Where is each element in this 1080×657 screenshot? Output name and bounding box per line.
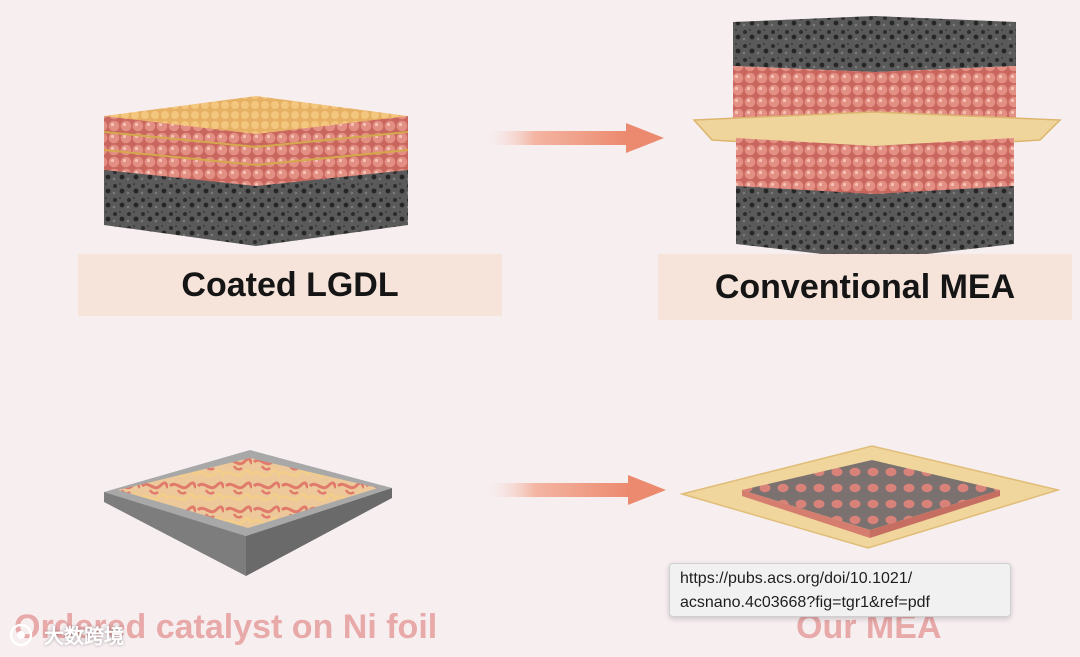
url-tooltip: https://pubs.acs.org/doi/10.1021/ acsnan… bbox=[669, 563, 1011, 617]
bottom-porous-layer bbox=[736, 186, 1014, 260]
label-box-coated-lgdl: Coated LGDL bbox=[78, 254, 502, 316]
bottom-catalyst-layers bbox=[736, 138, 1014, 198]
arrow-top bbox=[486, 123, 664, 153]
catalyst-layers bbox=[104, 116, 408, 186]
watermark-text: 大数跨境 bbox=[44, 626, 124, 648]
our-mea-catalyst-grid bbox=[742, 460, 1000, 530]
ordered-catalyst-pattern bbox=[118, 458, 378, 528]
label-conventional-mea: Conventional MEA bbox=[714, 267, 1016, 306]
catalyst-top-surface bbox=[104, 96, 408, 134]
ordered-catalyst-illustration bbox=[104, 450, 392, 576]
label-coated-lgdl: Coated LGDL bbox=[181, 265, 399, 304]
tooltip-line-2: acsnano.4c03668?fig=tgr1&ref=pdf bbox=[680, 594, 930, 611]
coated-lgdl-illustration bbox=[103, 96, 409, 246]
top-porous-layer bbox=[733, 16, 1016, 72]
watermark-logo-icon bbox=[9, 623, 33, 646]
watermark: 大数跨境 bbox=[8, 620, 124, 649]
arrow-bottom bbox=[486, 475, 666, 505]
our-mea-illustration bbox=[679, 445, 1061, 549]
top-catalyst-layers bbox=[733, 66, 1016, 124]
tooltip-line-1: https://pubs.acs.org/doi/10.1021/ bbox=[680, 570, 913, 587]
membrane bbox=[692, 111, 1062, 151]
conventional-mea-illustration bbox=[692, 16, 1062, 260]
label-ordered-catalyst: Ordered catalyst on Ni foil bbox=[14, 608, 438, 646]
porous-layer bbox=[104, 166, 408, 246]
label-box-conventional-mea: Conventional MEA bbox=[658, 254, 1072, 320]
